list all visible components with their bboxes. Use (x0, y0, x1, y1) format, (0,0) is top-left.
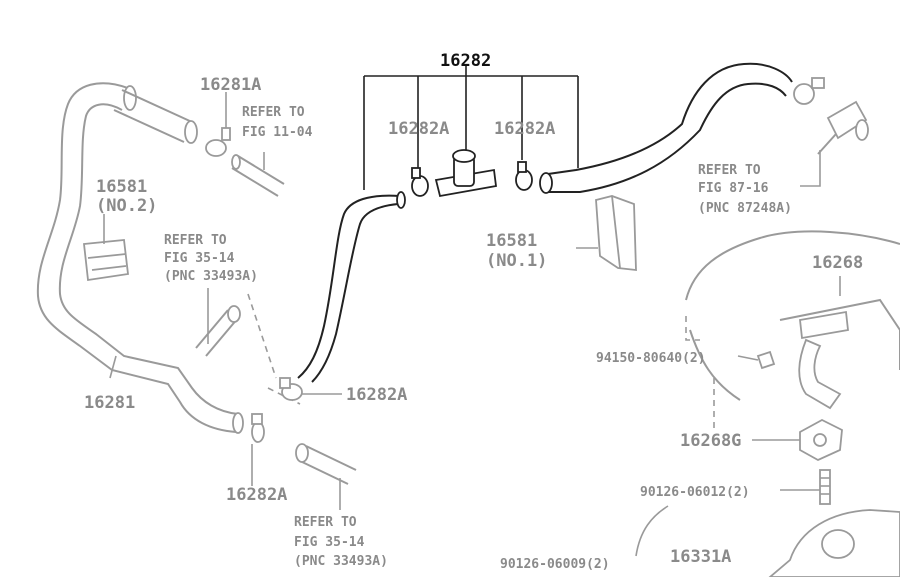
label-16282A-bottom: 16282A (226, 485, 287, 505)
callout-16281 (109, 355, 117, 379)
label-16581-no1-sub: (NO.1) (486, 251, 547, 271)
label-16281: 16281 (84, 393, 135, 413)
valve-fig-87-16 (817, 100, 869, 155)
callout-16282-bracket (363, 64, 579, 190)
label-ref-fig87-line1: REFER TO (698, 163, 761, 178)
label-ref-fig35a-line3: (PNC 33493A) (164, 269, 258, 284)
clamp-16282A-bottom[interactable] (251, 413, 265, 443)
gasket-16268G[interactable] (799, 418, 843, 462)
clamp-16282A-mid[interactable] (279, 377, 303, 401)
label-ref-fig11-line2: FIG 11-04 (242, 125, 313, 140)
label-16268G: 16268G (680, 431, 741, 451)
label-16268: 16268 (812, 253, 863, 273)
grommet-16581-no1[interactable] (595, 195, 637, 272)
label-16282A-left: 16282A (388, 119, 449, 139)
label-16581-no2-sub: (NO.2) (96, 196, 157, 216)
clamp-16281A[interactable] (205, 127, 231, 157)
hose-16281-pipe[interactable] (113, 89, 198, 144)
label-16331A: 16331A (670, 547, 731, 567)
label-ref-fig87-line2: FIG 87-16 (698, 181, 769, 196)
clamp-16282A-left[interactable] (411, 167, 429, 197)
pipe-fig-11-04 (231, 154, 285, 197)
pipe-fig-35-14-upper (195, 305, 241, 357)
stud-90126-06012[interactable] (819, 469, 831, 505)
pipe-16268[interactable] (798, 310, 849, 410)
label-16581-no1: 16581 (486, 231, 537, 251)
label-94150: 94150-80640(2) (596, 351, 706, 366)
label-ref-fig11-line1: REFER TO (242, 105, 305, 120)
pipe-fig-35-14-lower (295, 443, 357, 485)
label-16282A-right: 16282A (494, 119, 555, 139)
nut-94150[interactable] (756, 350, 776, 370)
hose-main-right[interactable] (539, 62, 793, 194)
dashed-connector-left-2 (267, 387, 301, 405)
label-90126-06009: 90126-06009(2) (500, 557, 610, 572)
label-90126-06012: 90126-06012(2) (640, 485, 750, 500)
housing-16331A[interactable] (768, 509, 900, 577)
label-16282: 16282 (440, 51, 491, 71)
engine-block (685, 230, 900, 401)
callout-90126-06009 (635, 505, 669, 557)
callout-94150 (737, 355, 759, 361)
label-ref-fig35a-line2: FIG 35-14 (164, 251, 235, 266)
dashed-connector-right (685, 316, 715, 430)
label-ref-fig35b-line1: REFER TO (294, 515, 357, 530)
hose-16281[interactable] (36, 82, 244, 434)
clamp-16282A-right[interactable] (515, 161, 533, 191)
label-ref-fig87-line3: (PNC 87248A) (698, 201, 792, 216)
label-16282A-mid: 16282A (346, 385, 407, 405)
label-ref-fig35b-line2: FIG 35-14 (294, 535, 365, 550)
label-16581-no2: 16581 (96, 177, 147, 197)
label-ref-fig35a-line1: REFER TO (164, 233, 227, 248)
hose-main-left[interactable] (297, 191, 406, 383)
clamp-right-top (793, 77, 825, 105)
label-16281A: 16281A (200, 75, 261, 95)
dashed-connector-left (247, 293, 277, 379)
grommet-16581-no2[interactable] (83, 239, 129, 282)
callout-fig-87-16 (800, 150, 821, 187)
label-ref-fig35b-line3: (PNC 33493A) (294, 554, 388, 569)
tee-joint-16282[interactable] (434, 149, 497, 198)
